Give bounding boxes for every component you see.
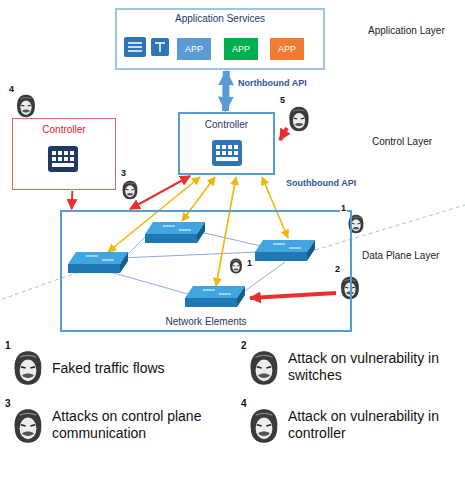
legend-number: 1 bbox=[5, 340, 11, 352]
node-text: APP bbox=[185, 44, 203, 54]
connector bbox=[130, 176, 190, 209]
api-label: Northbound API bbox=[238, 78, 307, 88]
node-text: Application Services bbox=[175, 13, 265, 25]
node-text: Controller bbox=[42, 124, 85, 136]
connector bbox=[222, 71, 230, 111]
callout-number: 1 bbox=[246, 258, 253, 268]
controller-icon bbox=[48, 140, 242, 172]
layer-box: Network Elements bbox=[60, 210, 352, 332]
legend-number: 2 bbox=[241, 340, 247, 352]
attacker-icon bbox=[17, 95, 363, 299]
api-label: Southbound API bbox=[286, 178, 356, 188]
layer-label: Control Layer bbox=[372, 136, 432, 148]
app-box: APP bbox=[270, 38, 304, 60]
legend-text: Faked traffic flows bbox=[52, 360, 232, 377]
legend-number: 3 bbox=[5, 398, 11, 410]
node-text: Controller bbox=[205, 119, 248, 131]
attack-arrow bbox=[250, 293, 336, 298]
controller-box: Controller bbox=[178, 112, 275, 175]
callout-number: 3 bbox=[120, 168, 127, 178]
legend-attacker-icon bbox=[15, 351, 278, 443]
app-icon bbox=[124, 37, 169, 57]
callout-number: 4 bbox=[8, 84, 15, 94]
layer-label: Data Plane Layer bbox=[362, 250, 439, 262]
app-box: APP bbox=[177, 38, 211, 60]
node-text: APP bbox=[232, 44, 250, 54]
legend-text: Attack on vulnerability in controller bbox=[288, 408, 460, 442]
node-text: Network Elements bbox=[165, 316, 246, 328]
controller-box: Controller bbox=[12, 118, 116, 190]
node-text: APP bbox=[278, 44, 296, 54]
legend-text: Attack on vulnerability in switches bbox=[288, 350, 460, 384]
callout-number: 2 bbox=[334, 264, 341, 274]
southbound-line bbox=[108, 177, 288, 286]
layer-label: Application Layer bbox=[368, 25, 445, 37]
callout-number: 1 bbox=[340, 203, 347, 213]
legend-number: 4 bbox=[241, 398, 247, 410]
switch bbox=[68, 222, 315, 307]
layer-box: Application ServicesAPP APP APP bbox=[115, 8, 325, 70]
app-box: APP bbox=[224, 38, 258, 60]
callout-number: 5 bbox=[279, 95, 286, 105]
legend-text: Attacks on control plane communication bbox=[52, 408, 232, 442]
connector bbox=[71, 191, 74, 209]
attack-arrow bbox=[280, 128, 287, 140]
